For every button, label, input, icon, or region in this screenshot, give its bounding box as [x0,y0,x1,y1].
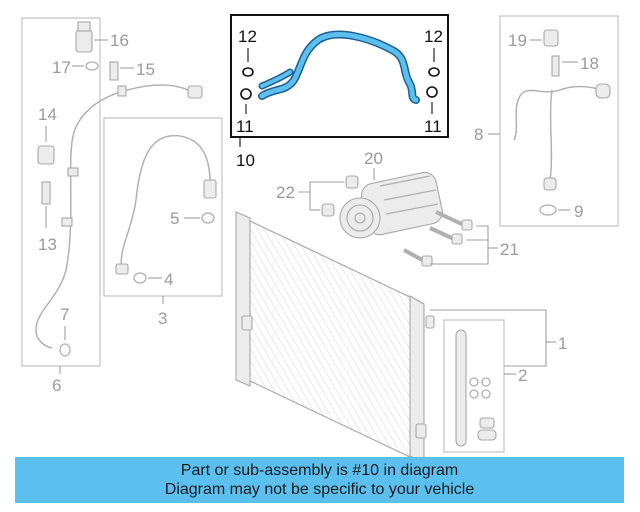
banner-line-1: Part or sub-assembly is #10 in diagram [180,462,459,479]
callout-19: 19 [508,31,527,50]
ac-compressor-20 [339,171,443,239]
callout-16: 16 [110,31,129,50]
discharge-hose-3 [120,135,211,269]
info-banner: Part or sub-assembly is #10 in diagram D… [15,457,624,503]
receiver-dryer-2 [455,329,467,447]
valve-cap-19 [543,29,559,47]
group-frame-3 [103,117,223,297]
valve-core-18 [551,55,560,77]
o-ring-5 [201,212,215,224]
callout-11-right: 11 [424,117,442,136]
bushing-22-b [321,203,335,217]
o-ring-12-left [242,67,254,77]
o-ring-17 [85,61,99,71]
hose-fitting [187,85,203,99]
o-ring-12-right [428,67,440,77]
hose-clamp [117,85,127,97]
group-frame-6 [21,17,101,367]
valve-core-15 [109,61,119,81]
callout-22: 22 [276,183,295,202]
callout-5: 5 [170,209,179,228]
hose-8 [513,85,605,141]
callout-4: 4 [164,270,173,289]
callout-11-left: 11 [236,117,254,136]
callout-20: 20 [364,149,383,168]
callout-13: 13 [38,235,57,254]
callout-8: 8 [474,125,483,144]
callout-17: 17 [52,58,71,77]
callout-3: 3 [158,309,167,328]
callout-12-right: 12 [424,27,443,46]
pressure-sensor-16 [75,29,93,53]
callout-10: 10 [236,151,255,170]
callout-1: 1 [558,334,567,353]
valve-cap-14 [37,145,55,165]
highlight-frame-10 [230,14,449,138]
group-frame-2 [443,319,505,453]
callout-9: 9 [574,202,583,221]
valve-core-13 [41,181,51,205]
o-ring-9 [539,204,557,216]
group-frame-8 [499,15,619,227]
callout-15: 15 [136,60,155,79]
o-ring-11-left [240,88,252,100]
callout-14: 14 [38,105,57,124]
bolts-21 [403,210,473,267]
callout-21: 21 [500,240,519,259]
o-ring-7 [59,343,71,357]
o-ring-11-right [426,86,438,98]
callout-6: 6 [52,376,61,395]
condenser-1 [235,211,435,463]
banner-line-2: Diagram may not be specific to your vehi… [164,481,475,498]
o-ring-4 [133,272,147,284]
callout-2: 2 [518,366,527,385]
callout-18: 18 [580,54,599,73]
bushing-22-a [345,175,359,189]
callout-7: 7 [60,305,69,324]
callout-12-left: 12 [238,27,257,46]
